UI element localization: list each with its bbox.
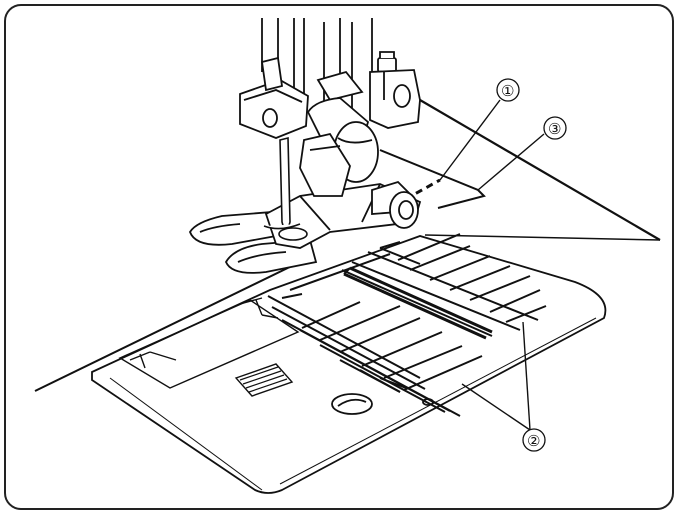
thread-guide xyxy=(369,51,421,129)
leader-line-2b xyxy=(522,321,531,431)
callout-3: ③ xyxy=(477,116,567,191)
callout-3-circle xyxy=(543,116,567,140)
stitch-line xyxy=(394,178,441,207)
leader-line-2a xyxy=(461,383,531,431)
callout-3-label: ③ xyxy=(548,120,561,138)
presser-bar-assembly xyxy=(239,18,379,197)
needle-plate xyxy=(34,234,661,494)
callout-2-circle xyxy=(522,428,546,452)
callout-2-label: ② xyxy=(527,432,540,450)
diagram-frame xyxy=(4,4,674,510)
seam-guide-grid xyxy=(267,233,547,417)
feed-dog xyxy=(234,363,294,397)
foot-side-screw xyxy=(371,180,419,229)
callout-2: ② xyxy=(461,321,546,452)
callout-1-circle xyxy=(496,78,520,102)
leader-line-3 xyxy=(477,133,545,191)
callout-1-label: ① xyxy=(501,82,514,100)
needle xyxy=(263,136,308,241)
callout-1: ① xyxy=(439,78,520,181)
leader-line-1 xyxy=(439,99,501,181)
guide-window xyxy=(118,297,300,389)
